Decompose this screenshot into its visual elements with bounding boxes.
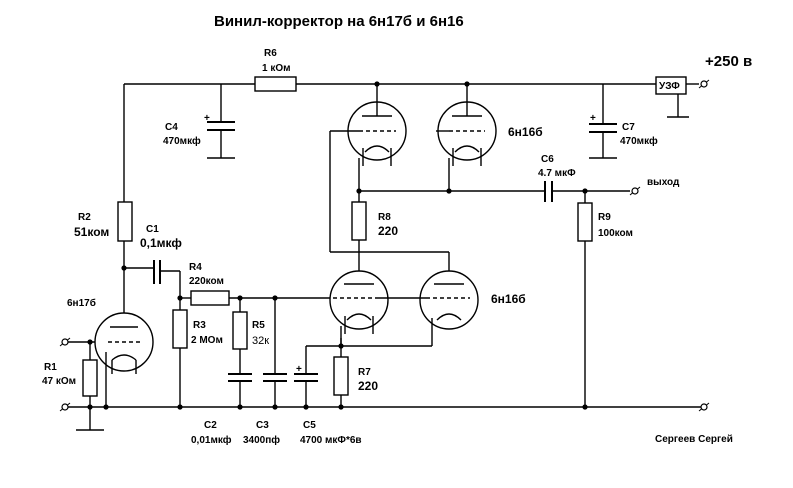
capacitor-c3: C3 3400пф (243, 298, 287, 446)
c5-value: 4700 мкФ*6в (300, 435, 362, 446)
r6-value: 1 кОм (262, 63, 291, 74)
c3-ref: C3 (256, 420, 269, 431)
r3-ref: R3 (193, 320, 206, 331)
r1-value: 47 кОм (42, 376, 76, 387)
grid-wiring (329, 130, 450, 272)
r9-value: 100ком (598, 228, 633, 239)
r3-value: 2 МОм (191, 335, 223, 346)
r8-ref: R8 (378, 212, 391, 223)
c5-polarity: + (296, 364, 302, 375)
c6-value: 4.7 мкФ (538, 168, 576, 179)
r4-value: 220ком (189, 276, 224, 287)
r7-ref: R7 (358, 367, 371, 378)
tube-v3-right: 6н16б (419, 270, 526, 346)
supply-voltage-label: +250 в (705, 53, 752, 70)
c2-value: 0,01мкф (191, 434, 232, 446)
resistor-r3: R3 2 МОм (172, 309, 223, 407)
c7-ref: C7 (622, 122, 635, 133)
r2-ref: R2 (78, 212, 91, 223)
capacitor-c4: + C4 470мкф (163, 84, 235, 159)
capacitor-c1: C1 0,1мкф (124, 224, 182, 310)
diagram-title: Винил-корректор на 6н17б и 6н16 (214, 13, 464, 30)
c5-ref: C5 (303, 420, 316, 431)
supply-rail (123, 83, 699, 202)
resistor-r9: R9 100ком (577, 191, 633, 407)
c3-value: 3400пф (243, 434, 280, 446)
c6-ref: C6 (541, 154, 554, 165)
resistor-r1: R1 47 кОм (42, 342, 98, 407)
author-label: Сергеев Сергей (655, 434, 733, 445)
v1-type: 6н17б (67, 297, 96, 309)
r5-value: 32к (252, 335, 269, 347)
resistor-r6: R6 1 кОм (254, 48, 297, 92)
tube-v2-right: 6н16б (437, 84, 543, 191)
c1-value: 0,1мкф (140, 236, 182, 250)
c2-ref: C2 (204, 420, 217, 431)
r2-value: 51ком (74, 225, 109, 239)
tube-v1: 6н17б (67, 297, 154, 407)
uzf-filter-block: УЗФ (655, 76, 689, 118)
capacitor-c5: + C5 4700 мкФ*6в (294, 346, 362, 446)
resistor-r2: R2 51ком (74, 201, 133, 315)
junction-dot (177, 404, 183, 410)
output-label: выход (647, 177, 680, 188)
v3-type: 6н16б (491, 292, 526, 306)
c7-polarity: + (590, 113, 596, 124)
junction-dot (303, 404, 309, 410)
supply-terminal (698, 79, 710, 89)
c4-polarity: + (204, 113, 210, 124)
junction-dot (374, 81, 380, 87)
junction-dot (338, 404, 344, 410)
capacitor-c2: C2 0,01мкф (191, 373, 252, 446)
junction-dot (446, 188, 452, 194)
v2-type: 6н16б (508, 125, 543, 139)
resistor-r4: R4 220ком (180, 262, 333, 306)
resistor-r8: R8 220 (351, 191, 398, 272)
tube-v3-left (329, 270, 389, 346)
r4-ref: R4 (189, 262, 202, 273)
input-ground-terminal (59, 402, 71, 412)
c4-value: 470мкф (163, 135, 201, 147)
r1-ref: R1 (44, 362, 57, 373)
tube-v2-left (347, 84, 407, 191)
r8-value: 220 (378, 224, 398, 238)
junction-dot (464, 81, 470, 87)
r9-ref: R9 (598, 212, 611, 223)
resistor-r5: R5 32к (232, 298, 269, 374)
r7-value: 220 (358, 379, 378, 393)
capacitor-c7: + C7 470мкф (589, 84, 658, 159)
output-node (359, 181, 641, 202)
r5-ref: R5 (252, 320, 265, 331)
junction-dot (237, 404, 243, 410)
r6-ref: R6 (264, 48, 277, 59)
output-ground-terminal (698, 402, 710, 412)
c1-ref: C1 (146, 224, 159, 235)
c7-value: 470мкф (620, 135, 658, 147)
c4-ref: C4 (165, 122, 178, 133)
ground-symbol (76, 407, 104, 431)
junction-dot (272, 404, 278, 410)
resistor-r7: R7 220 (333, 338, 378, 407)
uzf-label: УЗФ (659, 81, 680, 92)
